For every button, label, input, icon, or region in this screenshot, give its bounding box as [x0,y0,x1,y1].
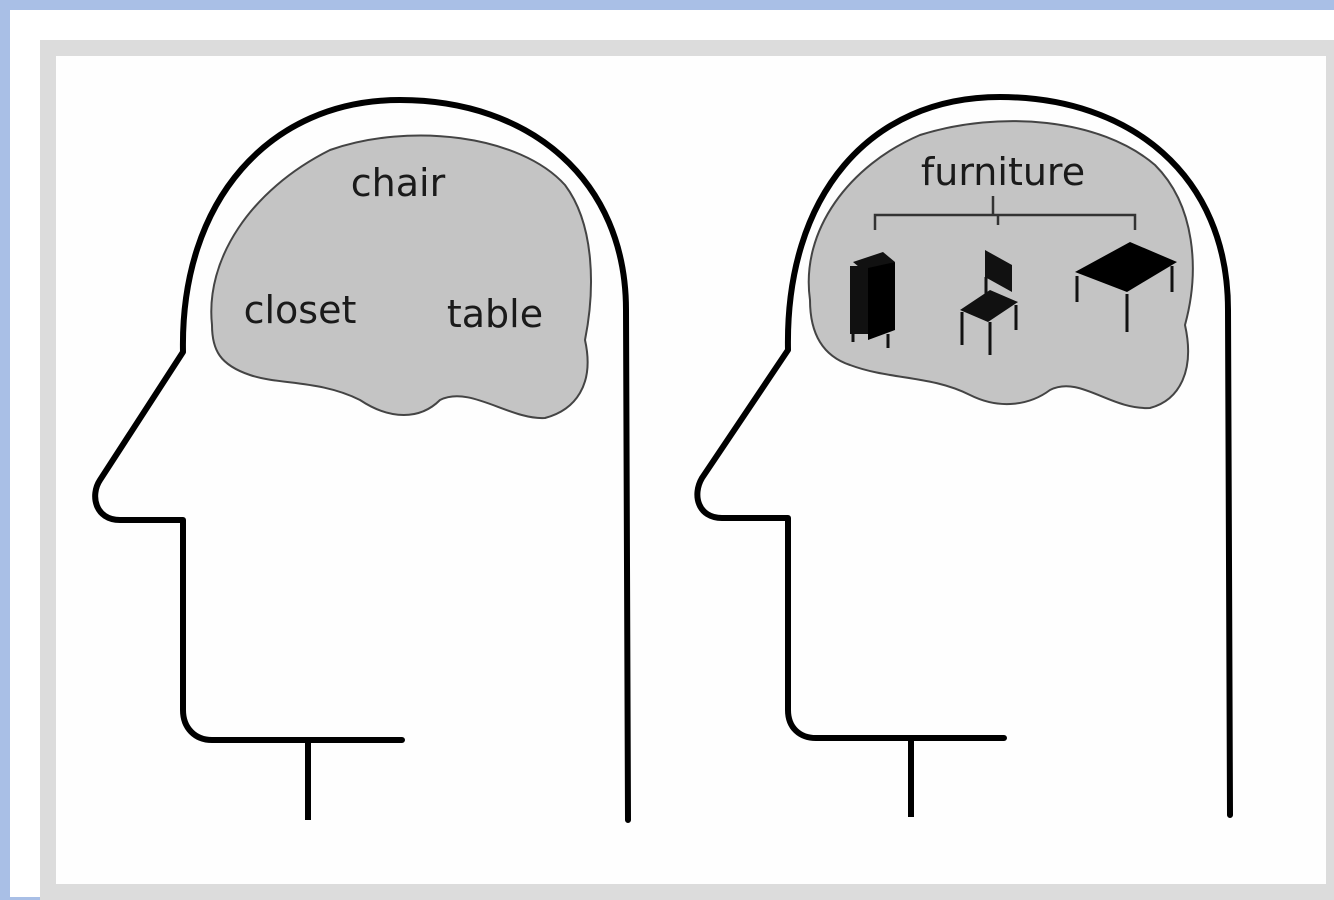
left-head: chair closet table [95,100,628,820]
word-table: table [447,292,543,336]
right-head: furniture [697,97,1230,817]
category-furniture: furniture [921,150,1085,194]
word-chair: chair [351,161,446,205]
word-closet: closet [244,288,357,332]
